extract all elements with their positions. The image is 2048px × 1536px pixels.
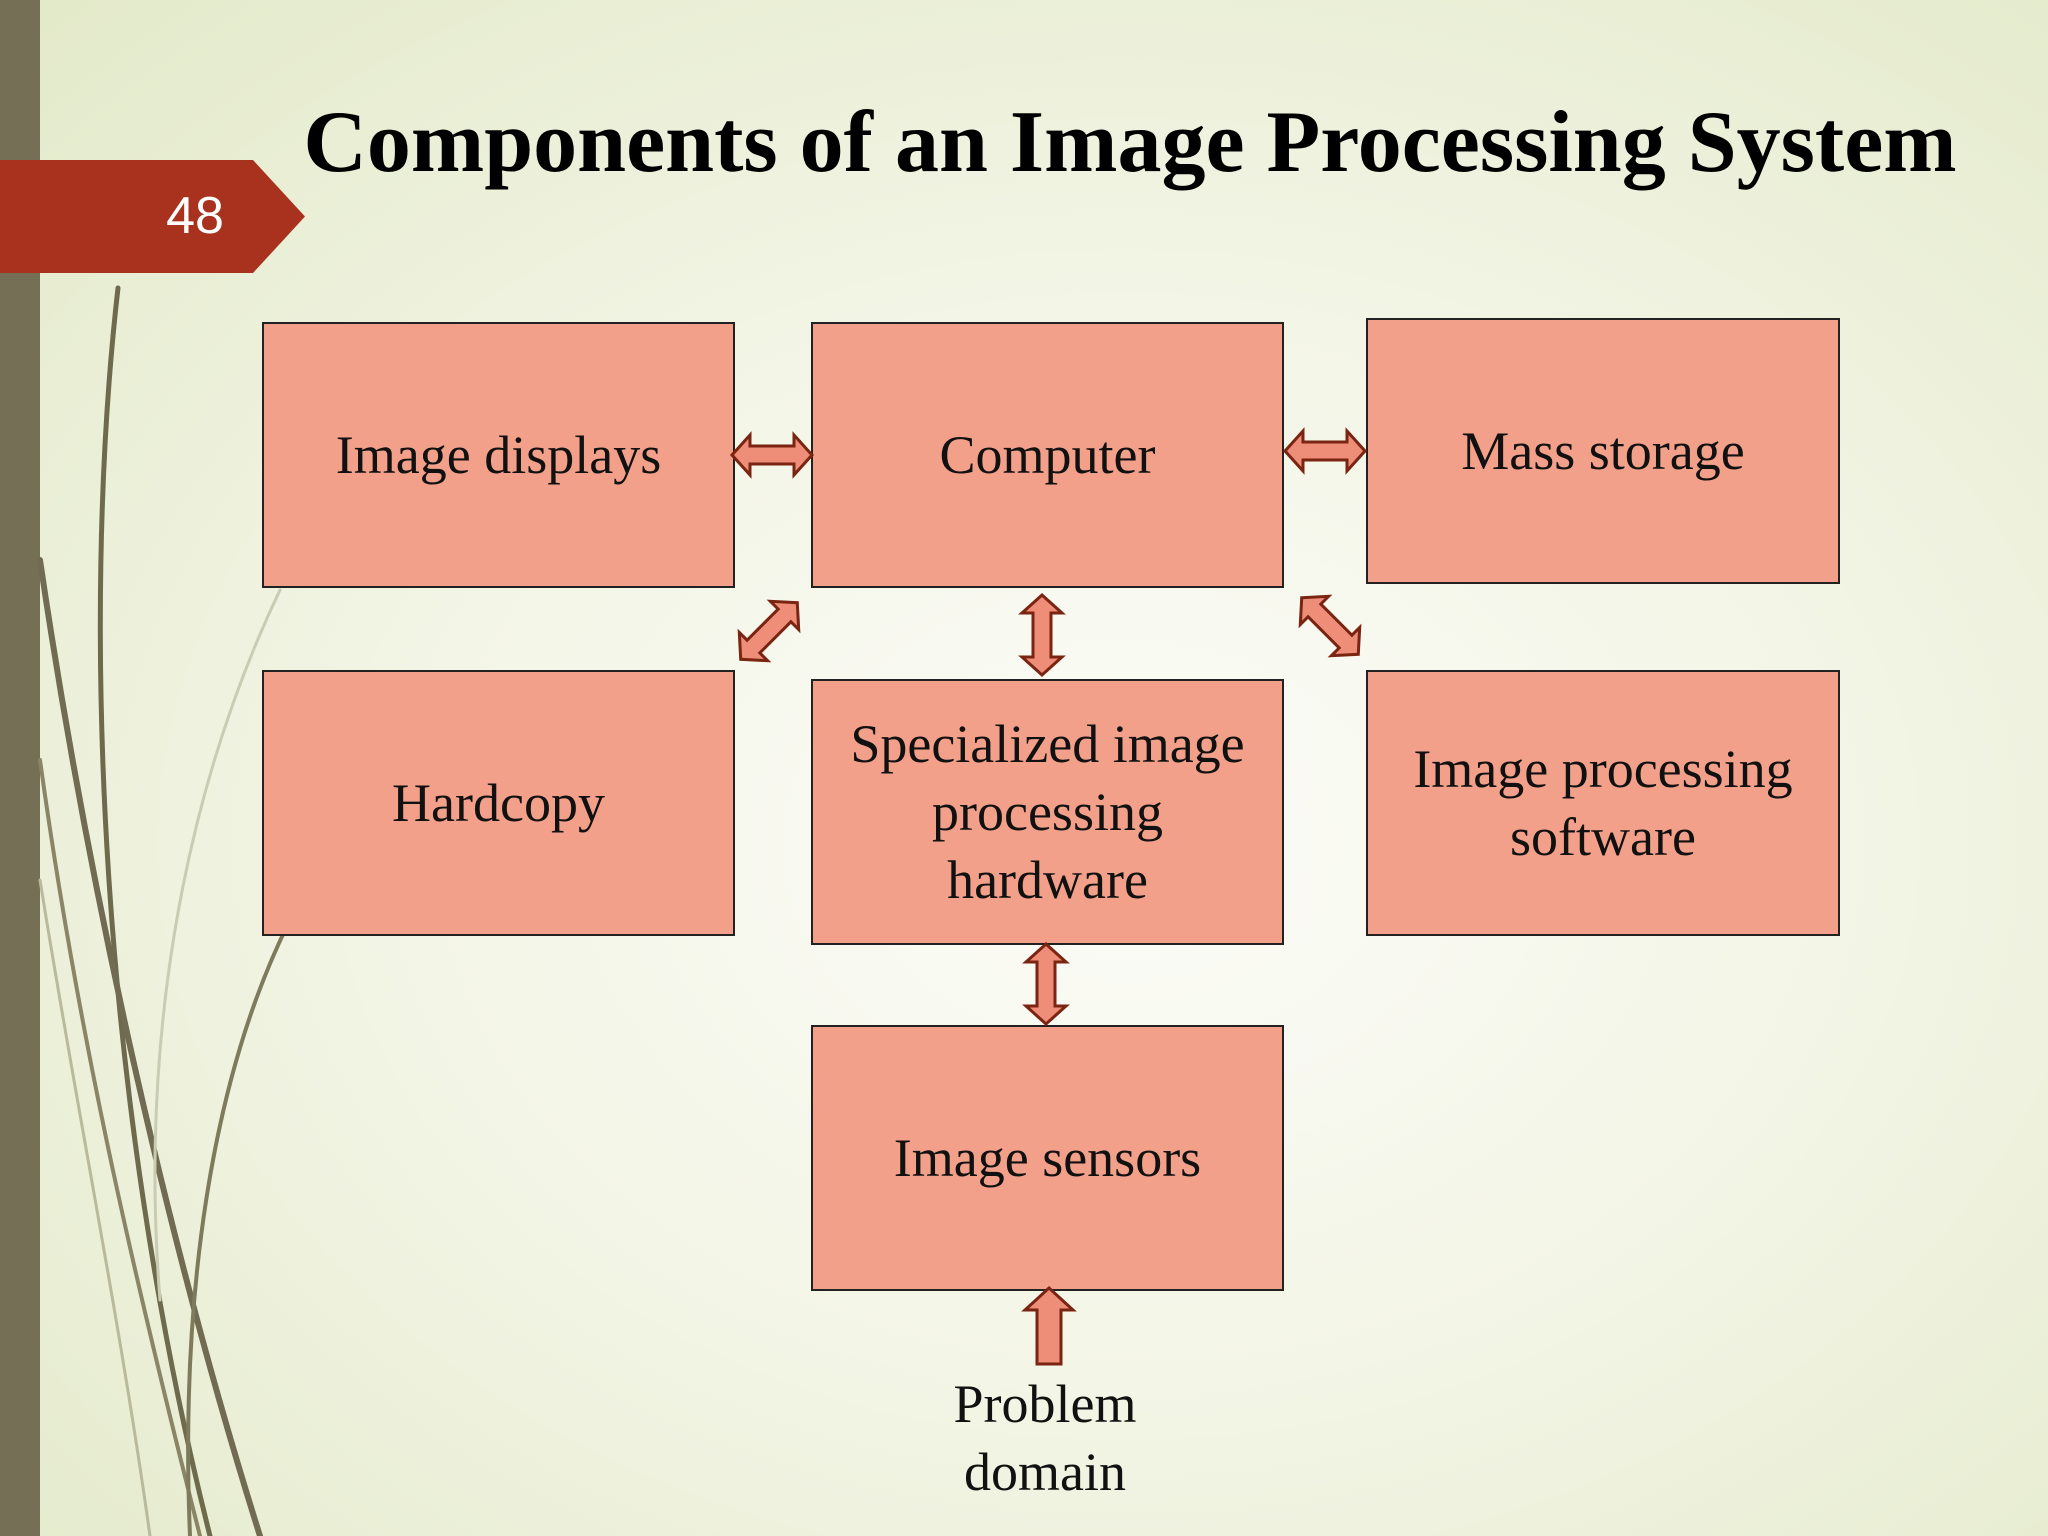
arrow-computer-software-icon [1298, 594, 1362, 658]
slide-title: Components of an Image Processing System [303, 94, 1957, 191]
box-image-displays-label: Image displays [335, 425, 662, 485]
box-specialized-hardware: Specialized image processing hardware [811, 679, 1284, 945]
box-specialized-hardware-label: Specialized image processing hardware [850, 714, 1245, 910]
box-mass-storage: Mass storage [1366, 318, 1840, 584]
box-computer-label: Computer [939, 425, 1156, 485]
arrow-computer-storage-icon [1282, 427, 1368, 475]
box-computer: Computer [811, 322, 1284, 588]
box-image-sensors-label: Image sensors [893, 1128, 1202, 1188]
arrow-computer-hardcopy-icon [737, 599, 801, 663]
slide-number: 48 [166, 187, 224, 245]
box-image-processing-software-label: Image processing software [1413, 739, 1793, 867]
box-image-processing-software: Image processing software [1366, 670, 1840, 936]
box-hardcopy-label: Hardcopy [392, 773, 605, 833]
problem-domain-label: Problem domain [953, 1374, 1137, 1502]
arrow-hardware-sensors-icon [1022, 941, 1070, 1027]
slide-number-tag [0, 160, 305, 273]
box-mass-storage-label: Mass storage [1461, 421, 1745, 481]
box-image-sensors: Image sensors [811, 1025, 1284, 1291]
box-hardcopy: Hardcopy [262, 670, 735, 936]
arrow-computer-hardware-icon [1018, 592, 1066, 678]
arrow-problem-domain-up-icon [1021, 1285, 1077, 1366]
arrow-displays-computer-icon [729, 431, 815, 479]
box-image-displays: Image displays [262, 322, 735, 588]
